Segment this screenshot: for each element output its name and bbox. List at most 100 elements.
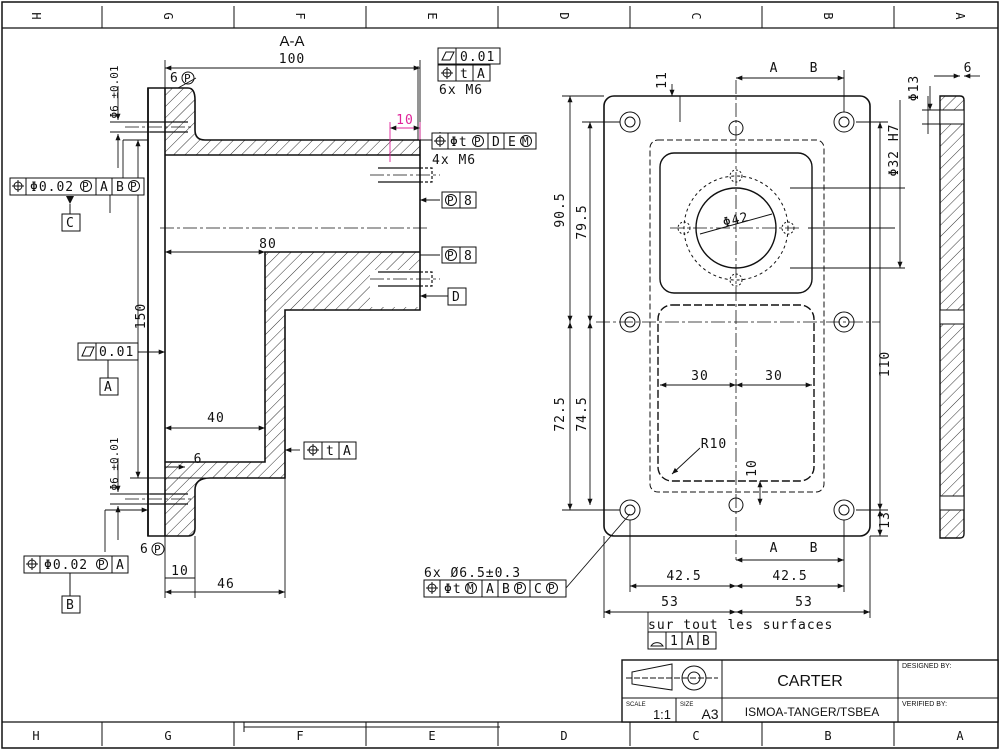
svg-text:A: A — [116, 558, 125, 573]
note-holes: 6x Ø6.5±0.3 — [424, 566, 521, 581]
dim-110: 110 — [878, 351, 893, 377]
svg-text:B: B — [702, 634, 711, 649]
dim-30-right: 30 — [765, 369, 783, 384]
dim-a-bottom: A — [770, 541, 779, 556]
dim-10-top: 10 — [396, 113, 414, 128]
dim-6: 6 — [194, 452, 203, 467]
svg-text:C: C — [534, 582, 543, 597]
bottom-zone-b: B — [824, 729, 831, 743]
datum-b: B — [61, 573, 81, 614]
dim-74-5: 74.5 — [575, 396, 590, 431]
fcf-holes: Φt M A B P C P — [423, 579, 567, 598]
dim-6-side: 6 — [964, 61, 973, 76]
svg-text:B: B — [502, 582, 511, 597]
datum-c: C — [61, 196, 81, 232]
svg-text:D: D — [452, 290, 461, 305]
fcf-position-d-e: Φt P D E M — [431, 132, 537, 150]
svg-text:P: P — [98, 558, 105, 571]
bottom-zone-f: F — [296, 729, 303, 743]
dim-90-5: 90.5 — [553, 192, 568, 227]
scale-label: SCALE — [626, 702, 646, 708]
size-label: SIZE — [680, 702, 693, 708]
note-6xm6: 6x M6 — [439, 83, 483, 98]
dim-42-5-right: 42.5 — [772, 569, 807, 584]
note-surfaces: sur tout les surfaces — [648, 618, 833, 633]
svg-text:B: B — [66, 598, 75, 613]
bottom-zone-a: A — [956, 729, 964, 743]
svg-text:C: C — [66, 216, 75, 231]
svg-text:Φ0.02: Φ0.02 — [44, 558, 88, 573]
svg-text:1: 1 — [670, 634, 679, 649]
fcf-profile: 1 A B — [647, 631, 717, 650]
fcf-p8-bottom: P 8 — [441, 246, 477, 264]
top-zone-markers — [101, 6, 895, 28]
fcf-position-ta: t A — [303, 441, 357, 460]
part-name: CARTER — [777, 673, 843, 690]
svg-text:M: M — [467, 582, 474, 595]
svg-text:A: A — [477, 67, 486, 82]
svg-text:A: A — [100, 180, 109, 195]
svg-text:6: 6 — [140, 542, 149, 557]
dim-a-top: A — [770, 61, 779, 76]
section-bore — [165, 155, 420, 462]
note-p6-top: 6 P — [170, 71, 195, 86]
svg-text:P: P — [82, 180, 89, 193]
dim-dia6-top: Φ6 ±0.01 — [108, 66, 121, 119]
svg-text:P: P — [447, 194, 454, 207]
dim-phi42: Φ42 — [721, 210, 750, 231]
verified-by-label: VERIFIED BY: — [902, 701, 947, 708]
top-zone-c: C — [689, 12, 703, 19]
svg-text:6: 6 — [170, 71, 179, 86]
dim-53-right: 53 — [795, 595, 813, 610]
section-title: A-A — [279, 33, 304, 50]
svg-text:E: E — [508, 135, 517, 150]
svg-text:0.01: 0.01 — [99, 345, 134, 360]
dim-53-left: 53 — [661, 595, 679, 610]
dim-79-5: 79.5 — [575, 204, 590, 239]
size-value: A3 — [701, 706, 718, 722]
fcf-position-top: t A — [437, 64, 491, 82]
fcf-position-c: Φ0.02 P A B P — [9, 177, 145, 196]
svg-text:P: P — [184, 72, 191, 85]
fcf-p8-top: P 8 — [441, 191, 477, 209]
dim-10-bottom: 10 — [171, 564, 189, 579]
bottom-zone-markers — [101, 722, 895, 746]
svg-text:P: P — [130, 180, 137, 193]
svg-text:P: P — [474, 135, 481, 148]
top-zone-a: A — [953, 12, 967, 20]
svg-text:A: A — [343, 444, 352, 459]
svg-text:A: A — [104, 380, 113, 395]
datum-d: D — [447, 287, 467, 306]
dim-phi32h7: Φ32 H7 — [887, 124, 902, 177]
svg-text:Φt: Φt — [450, 135, 468, 150]
mounting-holes — [619, 111, 855, 521]
top-zone-h: H — [29, 12, 43, 19]
section-view: 100 80 150 40 6 10 46 10 Φ6 ±0.01 Φ6 ±0.… — [9, 47, 537, 614]
dim-40: 40 — [207, 411, 225, 426]
plan-view: 11 A B 90.5 79.5 Φ42 30 30 R10 72.5 74.5… — [423, 61, 905, 650]
dim-b-bottom: B — [810, 541, 819, 556]
svg-text:A: A — [686, 634, 695, 649]
dim-46: 46 — [217, 577, 235, 592]
dim-r10: R10 — [701, 437, 727, 452]
bottom-zone-g: G — [164, 729, 171, 743]
dim-dia6-bottom: Φ6 ±0.01 — [108, 438, 121, 491]
designed-by-label: DESIGNED BY: — [902, 663, 951, 670]
fcf-flatness-a: 0.01 — [77, 342, 139, 361]
dim-11: 11 — [655, 71, 670, 89]
title-block: CARTER ISMOA-TANGER/TSBEA DESIGNED BY: V… — [621, 659, 999, 723]
dim-100: 100 — [279, 52, 305, 67]
svg-text:A: A — [486, 582, 495, 597]
dim-42-5-left: 42.5 — [666, 569, 701, 584]
svg-text:B: B — [116, 180, 125, 195]
projection-symbol-icon — [626, 663, 718, 691]
dim-80: 80 — [259, 237, 277, 252]
svg-text:Φ0.02: Φ0.02 — [30, 180, 74, 195]
svg-text:t: t — [460, 67, 469, 82]
top-zone-f: F — [293, 12, 307, 19]
top-zone-e: E — [425, 12, 439, 19]
svg-text:Φt: Φt — [444, 582, 462, 597]
bottom-zone-d: D — [560, 729, 567, 743]
dim-phi13: Φ13 — [907, 75, 922, 101]
